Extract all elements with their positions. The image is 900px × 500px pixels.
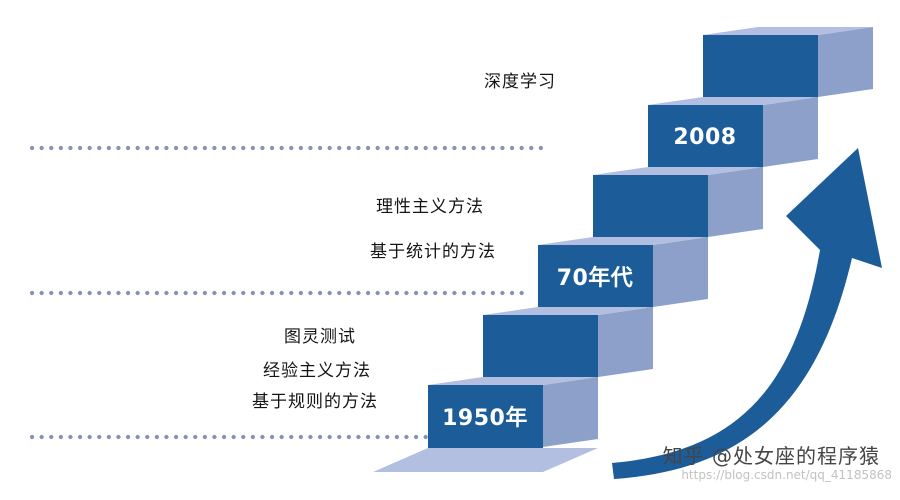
step1-side-face <box>543 377 598 447</box>
step3-tread <box>538 237 708 245</box>
step5-side-face <box>763 97 818 167</box>
step-label-1950: 1950年 <box>442 405 528 431</box>
step4-side-face <box>708 167 763 237</box>
growth-arrow <box>612 148 882 479</box>
watermark-blog-url: https://blog.csdn.net/qq_41185868 <box>681 468 892 482</box>
topic-empiricist-methods: 经验主义方法 <box>263 361 371 381</box>
step1-riser <box>428 385 543 448</box>
step6-side-face <box>818 27 873 97</box>
step3-riser <box>538 245 653 308</box>
topic-deep-learning: 深度学习 <box>484 72 556 92</box>
staircase-steps <box>373 27 873 472</box>
topic-rationalist-methods: 理性主义方法 <box>376 197 484 217</box>
step-label-2008: 2008 <box>673 125 736 150</box>
topic-turing-test: 图灵测试 <box>284 327 356 347</box>
step1-tread <box>428 377 598 385</box>
topic-rule-based-methods: 基于规则的方法 <box>252 392 378 412</box>
step4-riser <box>593 175 708 238</box>
topic-statistical-methods: 基于统计的方法 <box>370 242 496 262</box>
step6-tread <box>703 27 873 35</box>
step5-riser <box>648 105 763 168</box>
step4-tread <box>593 167 763 175</box>
step3-side-face <box>653 237 708 307</box>
step-label-70s: 70年代 <box>557 265 634 291</box>
staircase-base-slab <box>373 448 598 472</box>
step2-side-face <box>598 307 653 377</box>
step5-tread <box>648 97 818 105</box>
step2-tread <box>483 307 653 315</box>
step6-riser <box>703 35 818 98</box>
step2-riser <box>483 315 598 378</box>
watermark-zhihu-credit: 知乎 @处女座的程序猿 <box>662 444 880 468</box>
